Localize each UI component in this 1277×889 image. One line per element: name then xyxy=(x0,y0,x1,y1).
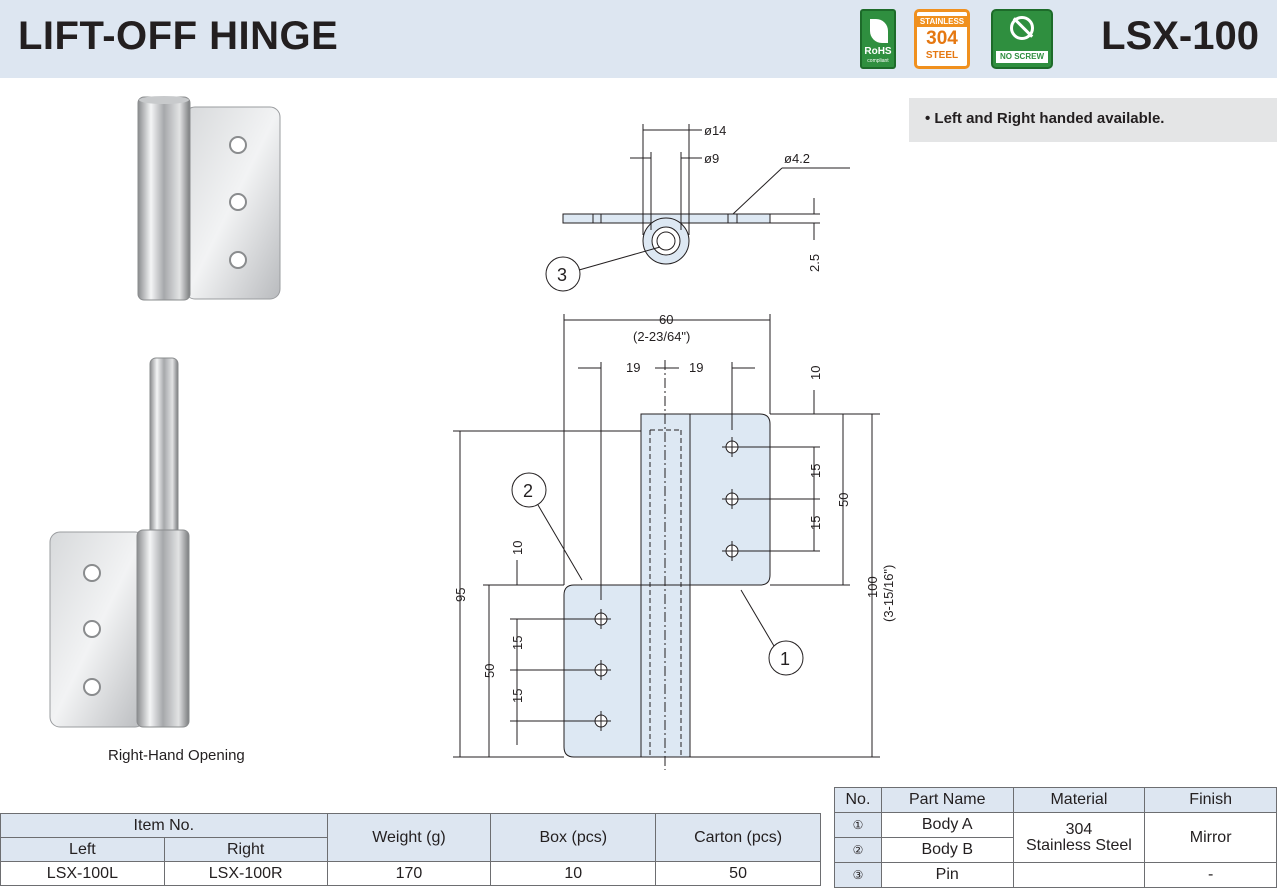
dim-leaf-height-upper: 50 xyxy=(836,493,851,507)
steel-badge-top: STAINLESS xyxy=(917,16,967,27)
stainless-steel-badge: STAINLESS 304 STEEL xyxy=(914,9,970,69)
feature-note: • Left and Right handed available. xyxy=(909,98,1277,142)
rohs-badge: RoHS compliant xyxy=(860,9,896,69)
finish-header: Finish xyxy=(1144,787,1277,813)
material-line-2: Stainless Steel xyxy=(1026,836,1132,854)
part-no-1: ① xyxy=(834,812,882,838)
no-screw-icon xyxy=(1010,16,1034,40)
photo-hinge-lower xyxy=(49,357,190,728)
dim-leaf-height-lower: 50 xyxy=(482,664,497,678)
material-shared: 304 Stainless Steel xyxy=(1012,812,1146,863)
finish-3: - xyxy=(1144,862,1277,888)
dim-inner-diameter: ø9 xyxy=(704,151,719,166)
dim-outer-diameter: ø14 xyxy=(704,123,726,138)
box-value: 10 xyxy=(490,861,657,886)
dim-width: 60 xyxy=(659,312,673,327)
dim-hole-offset-right: 19 xyxy=(689,360,703,375)
photo-caption: Right-Hand Opening xyxy=(108,747,245,764)
finish-shared: Mirror xyxy=(1144,812,1277,863)
dim-pitch-lower-2: 15 xyxy=(510,689,525,703)
dim-total-height: 100 xyxy=(865,576,880,598)
parts-table: No. Part Name Material Finish ① Body A 3… xyxy=(834,787,1277,888)
material-line-1: 304 xyxy=(1065,820,1093,838)
technical-drawing: ø14 ø9 ø4.2 2.5 3 60 (2-23/64") 19 19 10… xyxy=(453,123,896,770)
photo-hinge-upper xyxy=(137,96,281,301)
part-no-3: ③ xyxy=(834,862,882,888)
dim-pitch-upper-2: 15 xyxy=(808,516,823,530)
header-bar xyxy=(0,0,1277,78)
dim-hole-diameter: ø4.2 xyxy=(784,151,810,166)
box-header: Box (pcs) xyxy=(490,813,657,862)
no-screw-badge: NO SCREW xyxy=(991,9,1053,69)
dim-lower-margin: 10 xyxy=(510,541,525,555)
model-number: LSX-100 xyxy=(1101,14,1259,58)
weight-header: Weight (g) xyxy=(326,813,492,862)
dim-top-margin: 10 xyxy=(808,366,823,380)
no-screw-label: NO SCREW xyxy=(996,51,1048,63)
dim-pitch-upper-1: 15 xyxy=(808,464,823,478)
left-item-no: LSX-100L xyxy=(0,861,165,886)
part-name-header: Part Name xyxy=(880,787,1014,813)
steel-badge-bottom: STEEL xyxy=(925,50,959,61)
dim-height-95: 95 xyxy=(453,588,468,602)
part-name-2: Body B xyxy=(880,837,1014,863)
part-no-2: ② xyxy=(834,837,882,863)
part-name-1: Body A xyxy=(880,812,1014,838)
no-header: No. xyxy=(834,787,882,813)
dim-hole-offset-left: 19 xyxy=(626,360,640,375)
dim-thickness: 2.5 xyxy=(807,254,822,272)
carton-value: 50 xyxy=(655,861,821,886)
item-table: Item No. Weight (g) Box (pcs) Carton (pc… xyxy=(0,813,821,886)
feature-note-text: • Left and Right handed available. xyxy=(925,110,1165,127)
page-title: LIFT-OFF HINGE xyxy=(18,14,339,58)
weight-value: 170 xyxy=(326,861,492,886)
rohs-label: RoHS xyxy=(864,46,892,57)
callout-1: 1 xyxy=(780,649,790,669)
callout-3: 3 xyxy=(557,265,567,285)
dim-total-height-inch: (3-15/16") xyxy=(881,565,896,622)
rohs-sub: compliant xyxy=(867,58,889,64)
part-name-3: Pin xyxy=(880,862,1014,888)
material-3 xyxy=(1012,862,1146,888)
dim-width-inch: (2-23/64") xyxy=(633,329,690,344)
left-header: Left xyxy=(0,837,165,862)
right-header: Right xyxy=(163,837,328,862)
steel-badge-number: 304 xyxy=(926,28,958,49)
carton-header: Carton (pcs) xyxy=(655,813,821,862)
dim-pitch-lower-1: 15 xyxy=(510,636,525,650)
leaf-icon xyxy=(870,19,888,43)
item-no-header: Item No. xyxy=(0,813,328,838)
right-item-no: LSX-100R xyxy=(163,861,328,886)
product-photos xyxy=(49,96,281,728)
material-header: Material xyxy=(1012,787,1146,813)
callout-2: 2 xyxy=(523,481,533,501)
